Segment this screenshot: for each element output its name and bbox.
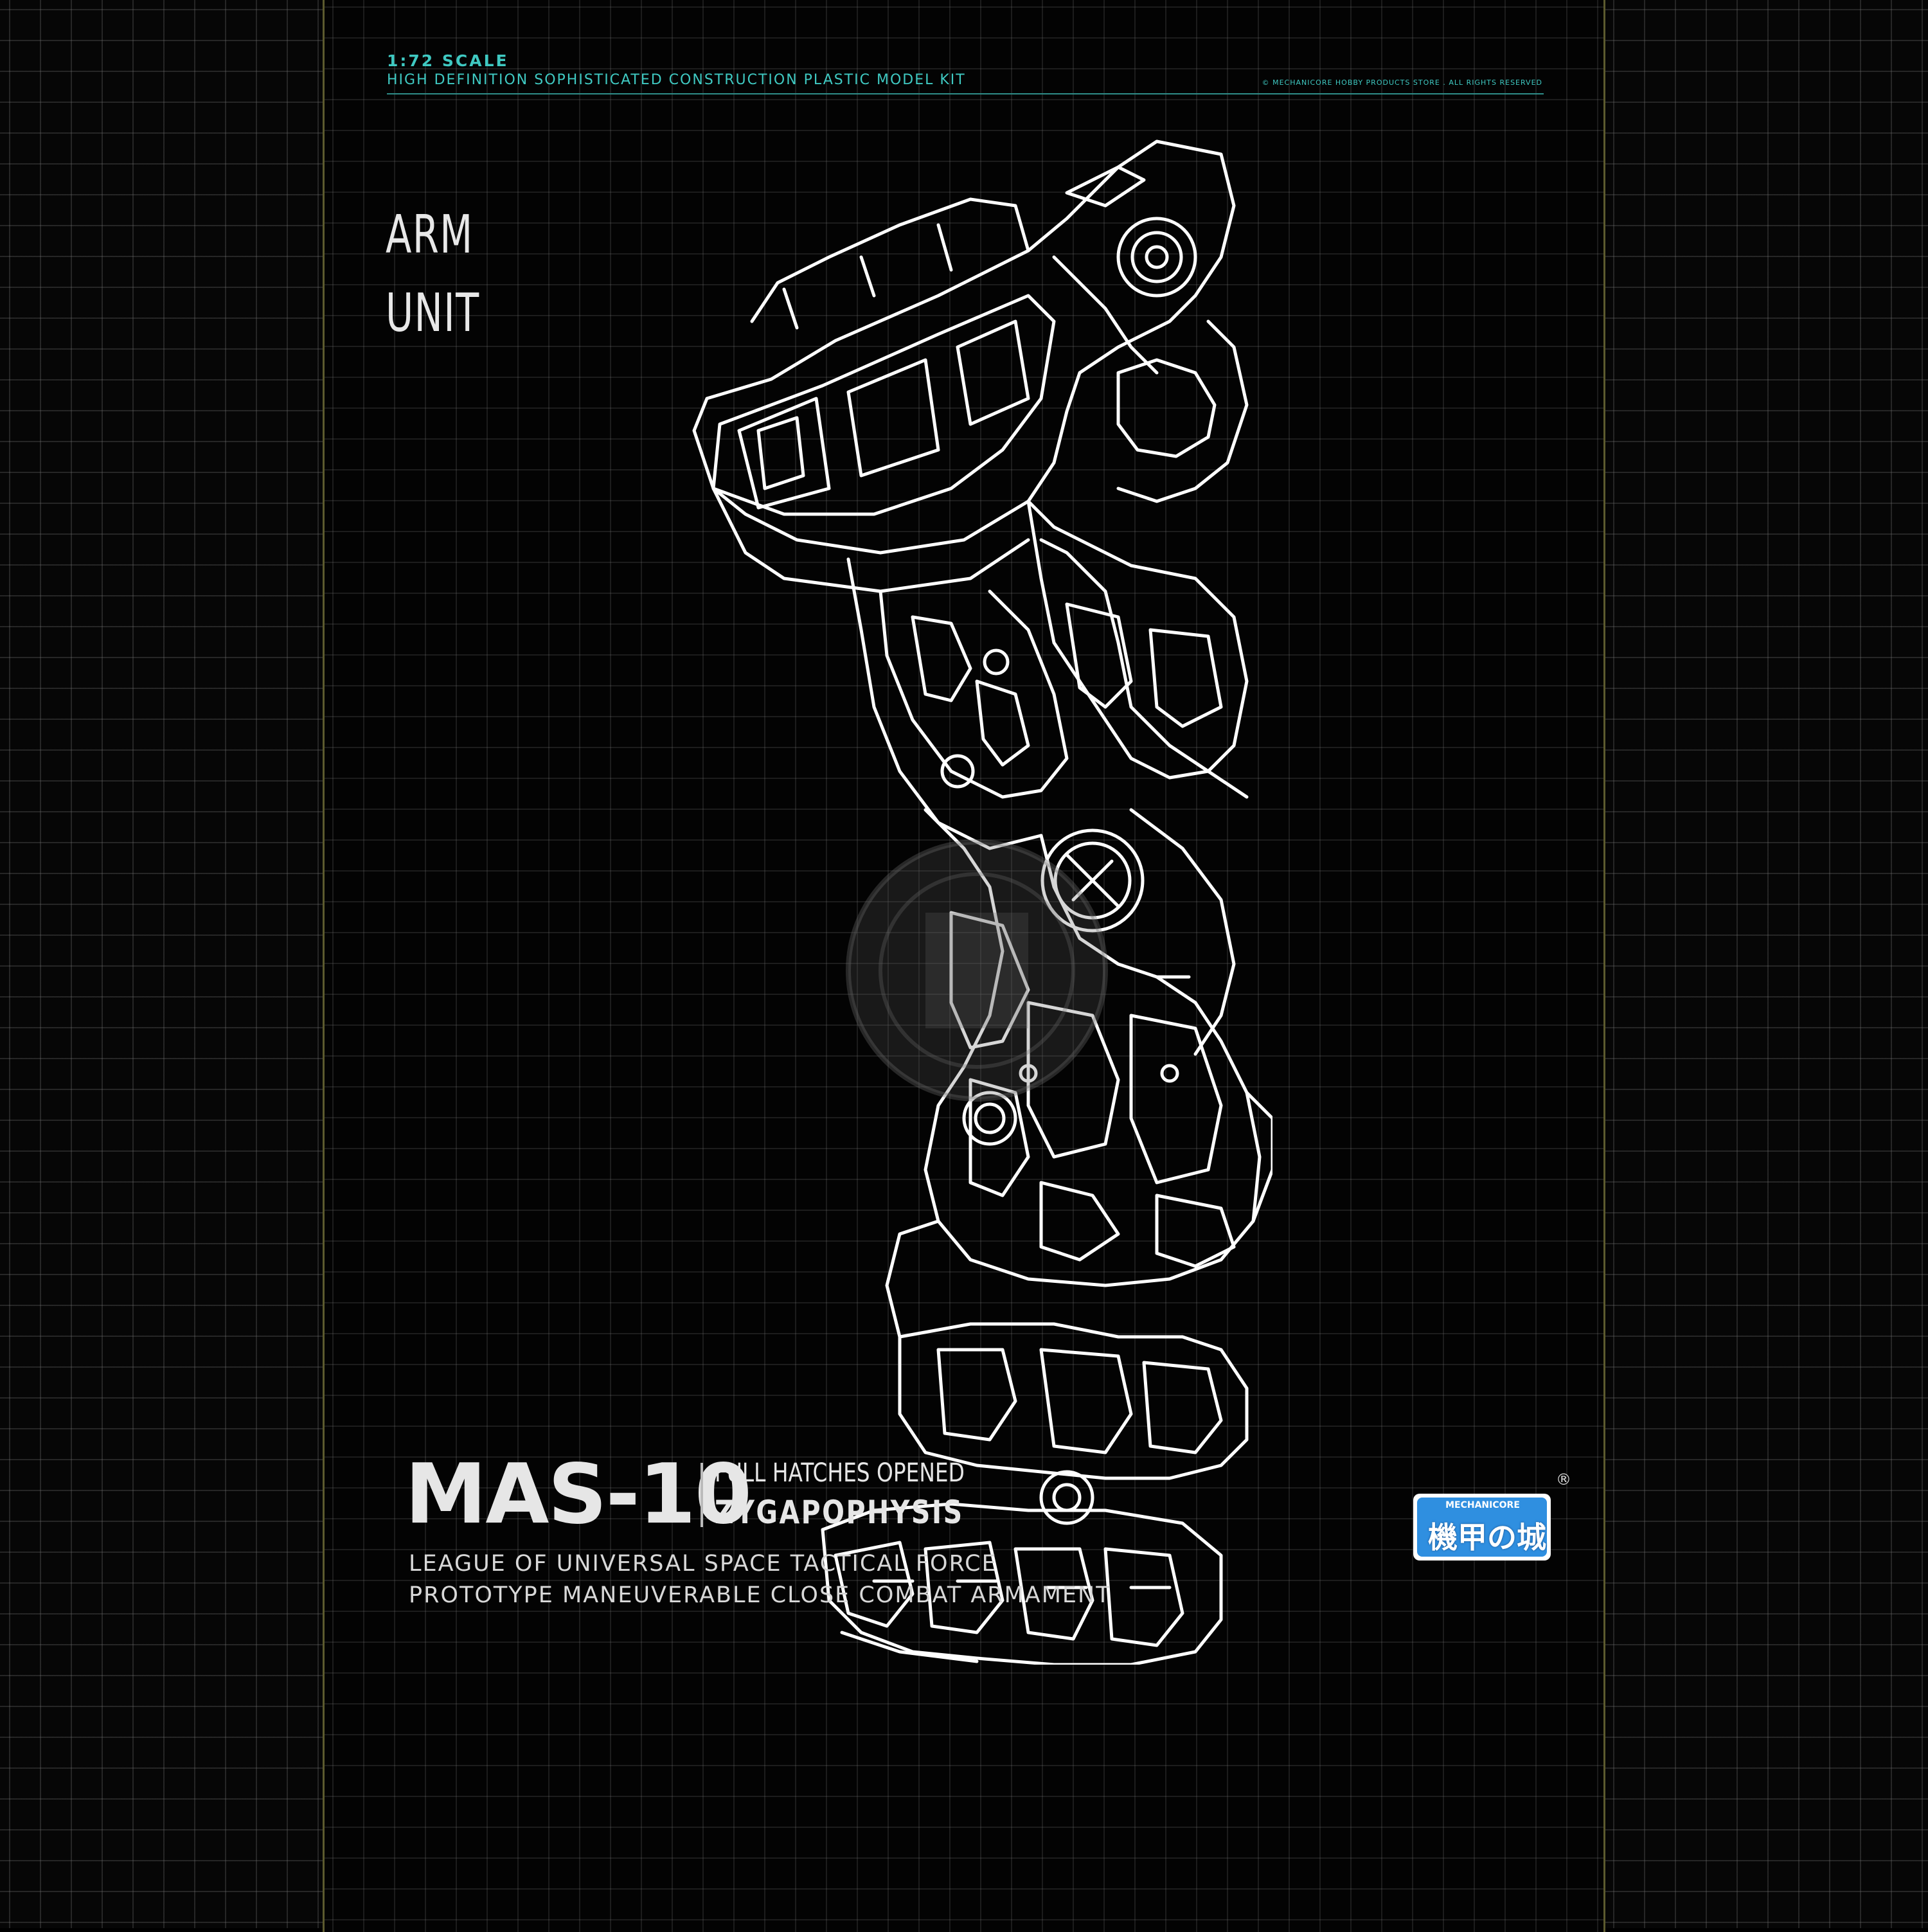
logo-text: 機甲の城 <box>1428 1520 1546 1555</box>
title-divider <box>701 1463 703 1527</box>
faction-line: LEAGUE OF UNIVERSAL SPACE TACTICAL FORCE <box>409 1551 997 1577</box>
scale-label: 1:72 SCALE <box>387 51 509 70</box>
mechanicore-logo-icon: MECHANICORE <box>1413 1494 1551 1561</box>
mech-arm-line-art-icon <box>692 139 1272 1665</box>
header-rule <box>387 93 1544 94</box>
model-name: MAS-10 <box>405 1447 752 1543</box>
store-watermark-emblem-icon <box>846 839 1108 1102</box>
model-status: FULL HATCHES OPENED <box>715 1458 965 1488</box>
section-title-line2: UNIT <box>386 283 480 344</box>
copyright-notice: © MECHANICORE HOBBY PRODUCTS STORE . ALL… <box>1262 78 1542 87</box>
brand-logo: ® MECHANICORE 機甲の城 <box>1411 1471 1571 1567</box>
registered-mark: ® <box>1556 1471 1571 1489</box>
kit-subtitle: HIGH DEFINITION SOPHISTICATED CONSTRUCTI… <box>387 72 966 88</box>
section-title-line1: ARM <box>386 204 474 265</box>
svg-text:MECHANICORE: MECHANICORE <box>1445 1500 1520 1510</box>
model-codename: ZYGAPOPHYSIS <box>715 1494 964 1531</box>
description-line: PROTOTYPE MANEUVERABLE CLOSE COMBAT ARMA… <box>409 1582 1111 1608</box>
section-title: ARM UNIT <box>386 196 480 353</box>
